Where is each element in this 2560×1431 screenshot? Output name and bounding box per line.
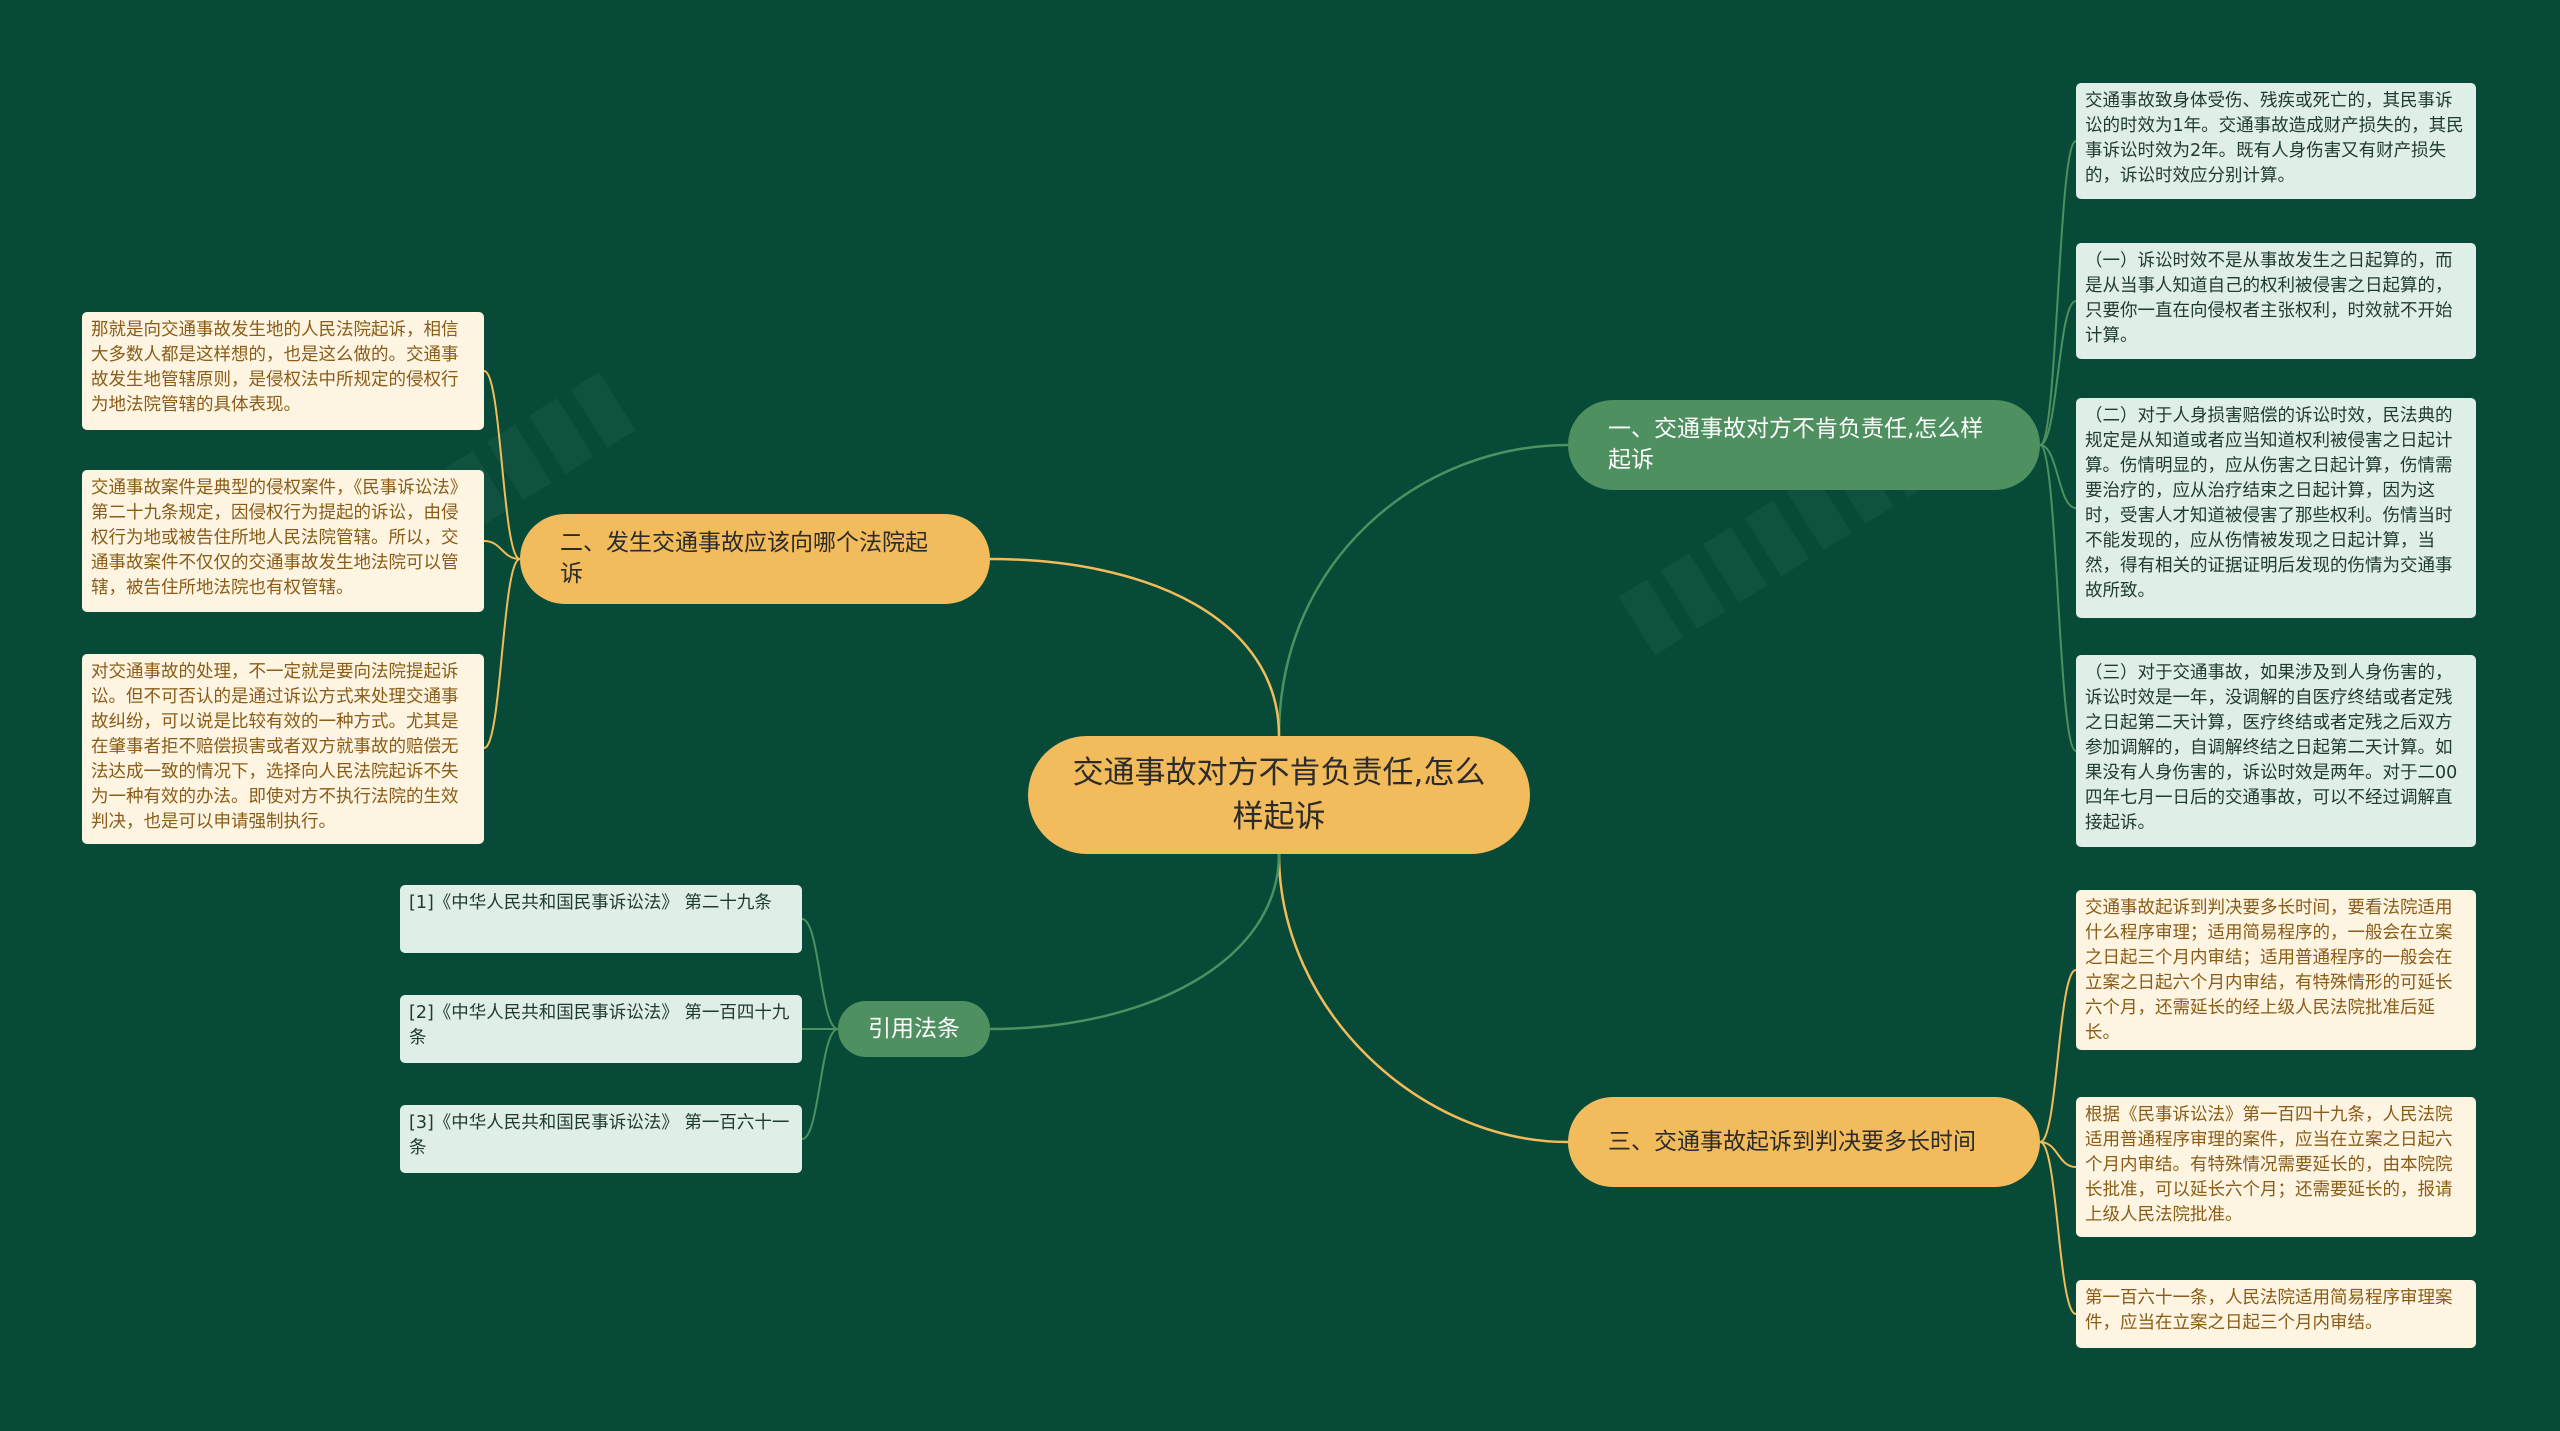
leaf-node-b3-1[interactable]: 交通事故起诉到判决要多长时间，要看法院适用什么程序审理；适用简易程序的，一般会在… [2076,890,2476,1050]
leaf-text: （二）对于人身损害赔偿的诉讼时效，民法典的规定是从知道或者应当知道权利被侵害之日… [2085,406,2453,601]
leaf-node-b1-1[interactable]: 交通事故致身体受伤、残疾或死亡的，其民事诉讼的时效为1年。交通事故造成财产损失的… [2076,83,2476,199]
branch-label: 三、交通事故起诉到判决要多长时间 [1608,1128,1976,1155]
leaf-node-b4-3[interactable]: [3]《中华人民共和国民事诉讼法》 第一百六十一条 [400,1105,802,1173]
link-b1-leaf4 [2039,444,2077,752]
leaf-text: 交通事故致身体受伤、残疾或死亡的，其民事诉讼的时效为1年。交通事故造成财产损失的… [2085,91,2464,186]
branch-label: 引用法条 [868,1015,960,1042]
link-center-b2 [989,557,1281,737]
link-b1-leaf2 [2039,300,2077,446]
branch-node-4[interactable]: 引用法条 [838,1001,990,1057]
leaf-text: 对交通事故的处理，不一定就是要向法院提起诉讼。但不可否认的是通过诉讼方式来处理交… [91,662,459,832]
branch-label: 二、发生交通事故应该向哪个法院起诉 [560,530,928,587]
link-center-b3 [1277,853,1569,1144]
link-b4-leaf1 [801,918,839,1030]
link-b1-leaf1 [2039,140,2077,446]
leaf-text: 那就是向交通事故发生地的人民法院起诉，相信大多数人都是这样想的，也是这么做的。交… [91,320,459,415]
leaf-text: （三）对于交通事故，如果涉及到人身伤害的，诉讼时效是一年，没调解的自医疗终结或者… [2085,663,2458,833]
leaf-node-b1-4[interactable]: （三）对于交通事故，如果涉及到人身伤害的，诉讼时效是一年，没调解的自医疗终结或者… [2076,655,2476,847]
link-center-b4 [989,853,1281,1031]
link-b3-leaf3 [2039,1141,2077,1315]
branch-node-2[interactable]: 二、发生交通事故应该向哪个法院起诉 [520,514,990,604]
leaf-node-b2-3[interactable]: 对交通事故的处理，不一定就是要向法院提起诉讼。但不可否认的是通过诉讼方式来处理交… [82,654,484,844]
central-topic-label: 交通事故对方不肯负责任,怎么样起诉 [1072,755,1486,835]
link-b2-leaf3 [483,558,521,749]
leaf-node-b2-2[interactable]: 交通事故案件是典型的侵权案件，《民事诉讼法》第二十九条规定，因侵权行为提起的诉讼… [82,470,484,612]
central-topic[interactable]: 交通事故对方不肯负责任,怎么样起诉 [1028,736,1530,854]
leaf-node-b1-3[interactable]: （二）对于人身损害赔偿的诉讼时效，民法典的规定是从知道或者应当知道权利被侵害之日… [2076,398,2476,618]
leaf-node-b4-2[interactable]: [2]《中华人民共和国民事诉讼法》 第一百四十九条 [400,995,802,1063]
leaf-text: [3]《中华人民共和国民事诉讼法》 第一百六十一条 [409,1113,790,1158]
link-center-b1 [1277,443,1569,737]
leaf-text: 第一百六十一条，人民法院适用简易程序审理案件，应当在立案之日起三个月内审结。 [2085,1288,2453,1333]
leaf-node-b2-1[interactable]: 那就是向交通事故发生地的人民法院起诉，相信大多数人都是这样想的，也是这么做的。交… [82,312,484,430]
leaf-text: [2]《中华人民共和国民事诉讼法》 第一百四十九条 [409,1003,790,1048]
leaf-node-b4-1[interactable]: [1]《中华人民共和国民事诉讼法》 第二十九条 [400,885,802,953]
link-b3-leaf1 [2039,969,2077,1143]
leaf-node-b3-3[interactable]: 第一百六十一条，人民法院适用简易程序审理案件，应当在立案之日起三个月内审结。 [2076,1280,2476,1348]
leaf-text: （一）诉讼时效不是从事故发生之日起算的，而是从当事人知道自己的权利被侵害之日起算… [2085,251,2453,346]
leaf-node-b1-2[interactable]: （一）诉讼时效不是从事故发生之日起算的，而是从当事人知道自己的权利被侵害之日起算… [2076,243,2476,359]
link-b3-leaf2 [2039,1141,2077,1168]
branch-node-3[interactable]: 三、交通事故起诉到判决要多长时间 [1568,1097,2040,1187]
branch-label: 一、交通事故对方不肯负责任,怎么样起诉 [1608,416,1984,473]
leaf-text: 根据《民事诉讼法》第一百四十九条，人民法院适用普通程序审理的案件，应当在立案之日… [2085,1105,2453,1225]
link-b1-leaf3 [2039,444,2077,509]
leaf-text: 交通事故起诉到判决要多长时间，要看法院适用什么程序审理；适用简易程序的，一般会在… [2085,898,2453,1043]
leaf-text: [1]《中华人民共和国民事诉讼法》 第二十九条 [409,893,772,913]
link-b2-leaf1 [483,370,521,560]
leaf-node-b3-2[interactable]: 根据《民事诉讼法》第一百四十九条，人民法院适用普通程序审理的案件，应当在立案之日… [2076,1097,2476,1237]
link-b2-leaf2 [483,540,521,560]
link-b4-leaf3 [801,1028,839,1140]
leaf-text: 交通事故案件是典型的侵权案件，《民事诉讼法》第二十九条规定，因侵权行为提起的诉讼… [91,478,468,598]
branch-node-1[interactable]: 一、交通事故对方不肯负责任,怎么样起诉 [1568,400,2040,490]
